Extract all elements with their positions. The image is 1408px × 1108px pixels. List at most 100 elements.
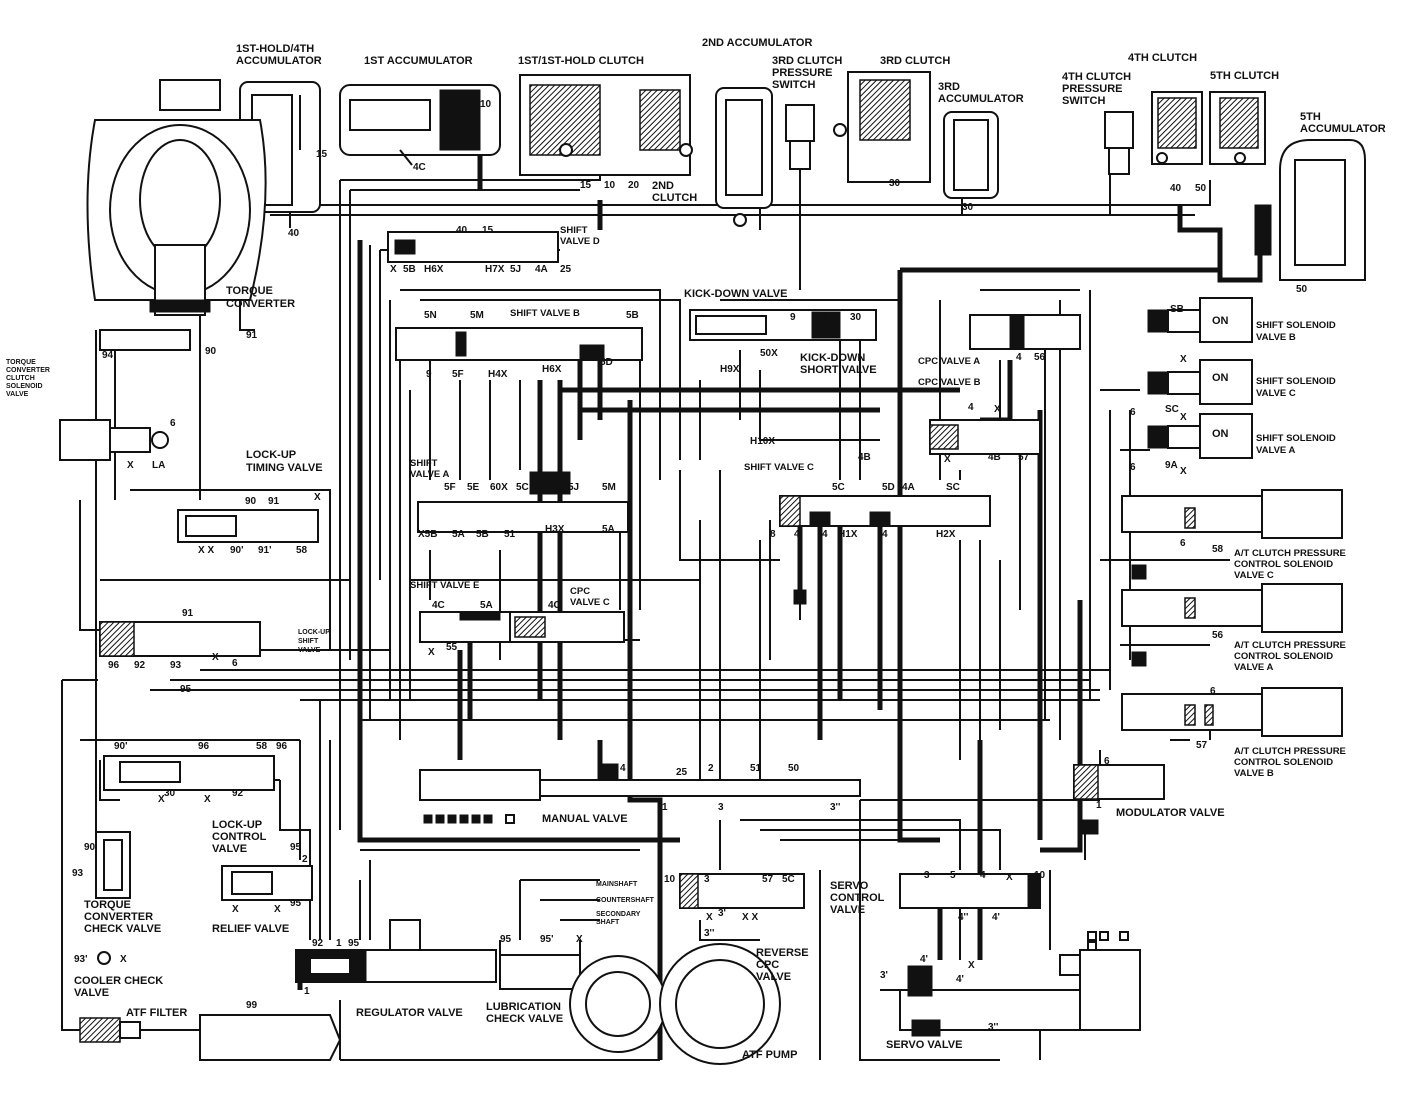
port-label: 96 <box>198 741 210 752</box>
modulator-valve <box>1073 764 1165 835</box>
port-label: 3'' <box>988 1022 998 1033</box>
port-label: 9 <box>790 312 796 323</box>
label-tcc-1: TORQUE <box>6 359 36 366</box>
port-label: H4X <box>488 369 508 380</box>
servo-control-valve <box>899 873 1041 909</box>
label-lockup-timing-1: LOCK-UP <box>246 449 296 461</box>
at-clutch-pressure-solenoid-a <box>1121 583 1343 667</box>
port-label: 15 <box>316 149 328 160</box>
lubrication-check-valve <box>499 954 581 990</box>
label-kick-down: KICK-DOWN VALVE <box>684 288 787 300</box>
port-label: 1 <box>1096 800 1102 811</box>
port-label: H6X <box>424 264 444 275</box>
port-label: 95' <box>540 934 554 945</box>
label-lockup-shift-3: VALVE <box>298 647 321 654</box>
label-third-accum-2: ACCUMULATOR <box>938 93 1024 105</box>
port-label: 8 <box>770 529 776 540</box>
port-label: 1 <box>662 802 668 813</box>
label-servo-control-2: CONTROL <box>830 892 885 904</box>
label-second-accum: 2ND ACCUMULATOR <box>702 37 812 49</box>
port-label: 57 <box>1196 740 1208 751</box>
port-label: 30 <box>850 312 862 323</box>
port-label: 5J <box>568 482 579 493</box>
label-secondary-1: SECONDARY <box>596 911 641 918</box>
port-label: 51 <box>750 763 762 774</box>
at-clutch-pressure-solenoid-b <box>1121 687 1343 737</box>
shift-valve-a <box>417 471 629 533</box>
label-cpc-c-2: VALVE C <box>570 597 610 608</box>
port-label: 5B <box>626 310 639 321</box>
port-label: 95 <box>290 898 302 909</box>
label-lockup-timing-2: TIMING VALVE <box>246 462 323 474</box>
label-cooler-check-2: VALVE <box>74 987 109 999</box>
label-hold-accum-2: ACCUMULATOR <box>236 55 322 67</box>
port-label: 4 <box>620 763 626 774</box>
port-label: 3 <box>924 870 930 881</box>
port-label: H7X <box>485 264 505 275</box>
label-shift-b: SHIFT VALVE B <box>510 308 580 319</box>
label-atc-b-1: A/T CLUTCH PRESSURE <box>1234 746 1346 757</box>
label-cpc-b: CPC VALVE B <box>918 377 981 388</box>
port-label: 60X <box>490 482 508 493</box>
label-servo-control-1: SERVO <box>830 880 869 892</box>
third-clutch-pressure-switch <box>785 104 815 170</box>
port-label: 56 <box>1034 352 1046 363</box>
port-label: X <box>994 404 1001 415</box>
label-3rd-sw-3: SWITCH <box>772 79 815 91</box>
port-label: 58 <box>296 545 308 556</box>
port-label: 58 <box>1212 544 1224 555</box>
label-atc-a-1: A/T CLUTCH PRESSURE <box>1234 640 1346 651</box>
port-label: X <box>428 647 435 658</box>
port-label: 50 <box>1195 183 1207 194</box>
port-label: 4 <box>1016 352 1022 363</box>
port-label: 10 <box>480 99 492 110</box>
port-label: H6X <box>542 364 562 375</box>
port-label: 93' <box>74 954 88 965</box>
port-label: 40 <box>456 225 468 236</box>
label-third-clutch: 3RD CLUTCH <box>880 55 950 67</box>
label-shift-a-1: SHIFT <box>410 458 438 469</box>
label-fifth-clutch: 5TH CLUTCH <box>1210 70 1279 82</box>
label-countershaft: COUNTERSHAFT <box>596 897 655 904</box>
port-label: 1 <box>336 938 342 949</box>
port-label: 55 <box>446 642 458 653</box>
port-label: 96 <box>108 660 120 671</box>
port-label: 5J <box>510 264 521 275</box>
port-label: 91' <box>258 545 272 556</box>
port-label: 4' <box>956 974 964 985</box>
port-label: 4 <box>980 870 986 881</box>
label-atf-pump: ATF PUMP <box>742 1049 797 1061</box>
port-label: 4B <box>858 452 871 463</box>
at-clutch-pressure-solenoid-c <box>1121 489 1343 580</box>
cpc-valve-a <box>969 314 1081 350</box>
port-label: 5B <box>403 264 416 275</box>
lock-up-shift-valve <box>99 621 261 657</box>
port-label: X <box>158 794 165 805</box>
port-label: 30 <box>164 788 176 799</box>
label-lockup-control-1: LOCK-UP <box>212 819 262 831</box>
check-ball-mid <box>793 589 807 620</box>
port-label: 5M <box>470 310 484 321</box>
label-tcc-4: SOLENOID <box>6 383 43 390</box>
port-label: 95 <box>348 938 360 949</box>
port-label: 4C <box>432 600 445 611</box>
port-label: 50X <box>760 348 778 359</box>
port-label: 92 <box>134 660 146 671</box>
label-cpc-c-1: CPC <box>570 586 590 597</box>
port-label: 95 <box>290 842 302 853</box>
label-mainshaft: MAINSHAFT <box>596 881 638 888</box>
label-3rd-sw-2: PRESSURE <box>772 67 833 79</box>
port-label: 95 <box>180 684 192 695</box>
port-label: 90 <box>205 346 217 357</box>
port-label: 5D <box>882 482 895 493</box>
fifth-accumulator <box>1254 139 1366 281</box>
port-label: 93 <box>72 868 84 879</box>
port-label: 4B <box>988 452 1001 463</box>
port-label: 95 <box>500 934 512 945</box>
reverse-cpc-valve <box>679 873 805 909</box>
port-label: X <box>314 492 321 503</box>
port-label: 5A <box>602 524 615 535</box>
port-label: X X <box>742 912 758 923</box>
port-label: 5C <box>782 874 795 885</box>
atf-filter <box>79 1017 141 1043</box>
